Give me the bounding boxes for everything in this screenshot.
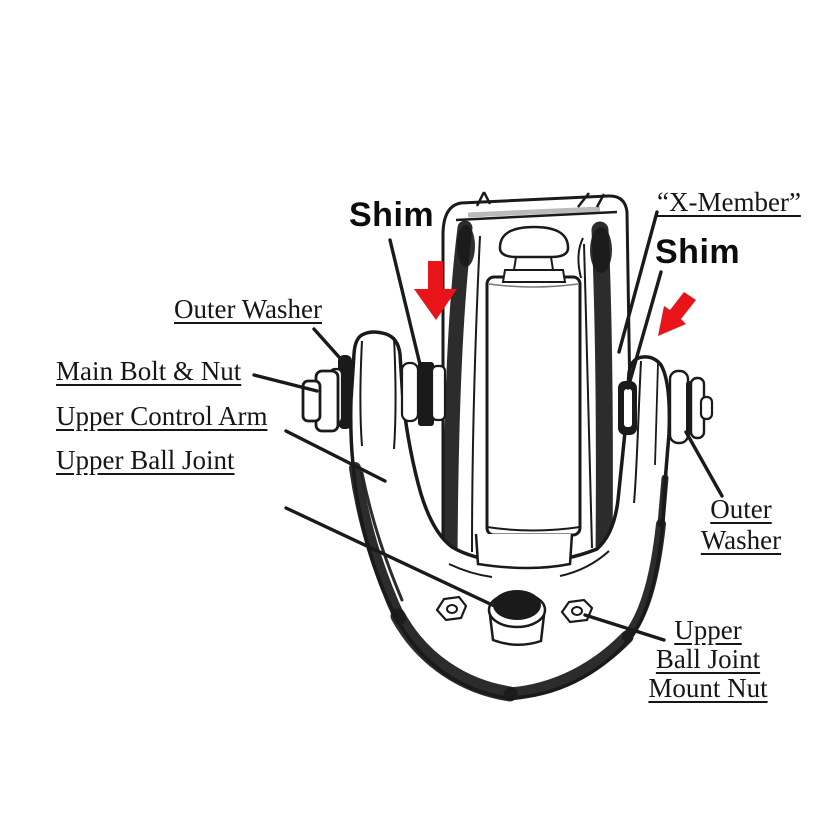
mount-nut-left (435, 595, 468, 622)
label-shim-left: Shim (349, 196, 435, 234)
left-pivot-hardware (301, 355, 447, 433)
ball-joint (487, 590, 547, 646)
leader-upper-control-arm (284, 429, 387, 483)
bushing-flange (474, 533, 574, 570)
x-member-channel (441, 191, 635, 592)
shim-arrow-right (658, 292, 696, 336)
right-pivot-hardware (618, 369, 714, 445)
label-upper-control-arm: Upper Control Arm (56, 401, 268, 431)
leader-upper-ball-joint (284, 506, 505, 612)
leader-lines (252, 210, 724, 642)
leader-mount-nut (583, 613, 666, 642)
leader-shim-right (626, 270, 663, 390)
bushing-cylinder (485, 275, 582, 537)
label-outer-washer-right: Outer Washer (700, 494, 782, 555)
bump-stop (498, 225, 570, 283)
leader-shim-left (388, 238, 425, 379)
leader-outer-washer-left (312, 327, 349, 368)
shim-arrow-left (414, 261, 457, 320)
label-main-bolt-nut: Main Bolt & Nut (56, 356, 242, 386)
label-x-member: “X-Member” (657, 187, 801, 217)
leader-outer-washer-right (684, 430, 724, 498)
top-tick-marks (475, 191, 606, 208)
leader-x-member (617, 210, 659, 354)
label-outer-washer-left: Outer Washer (174, 294, 323, 324)
leader-main-bolt-nut (252, 373, 319, 393)
label-shim-right: Shim (655, 233, 741, 271)
label-upper-ball-joint: Upper Ball Joint (56, 445, 235, 475)
label-mount-nut: Upper Ball Joint Mount Nut (648, 615, 768, 703)
